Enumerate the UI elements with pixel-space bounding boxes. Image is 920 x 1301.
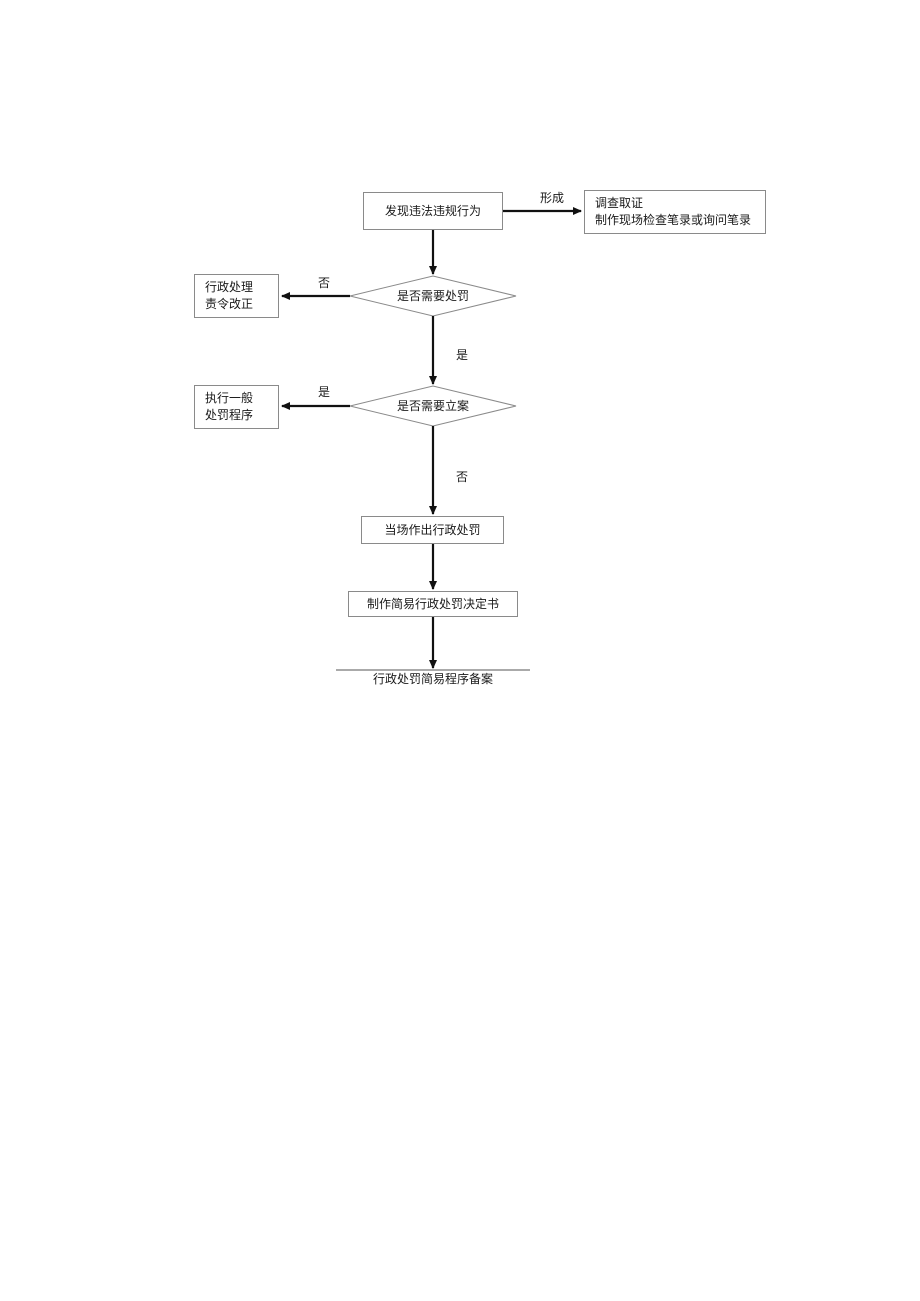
- decision-penalty-label: 是否需要处罚: [396, 289, 469, 303]
- general-procedure-line1: 执行一般: [205, 391, 254, 405]
- admin-correct-line1: 行政处理: [205, 280, 254, 294]
- edge-label-no-1: 否: [318, 276, 331, 290]
- onsite-penalty-label: 当场作出行政处罚: [384, 522, 481, 537]
- simple-decision-box: 制作简易行政处罚决定书: [348, 591, 518, 617]
- decision-case-label: 是否需要立案: [396, 399, 469, 413]
- decision-penalty-diamond: [349, 275, 517, 317]
- admin-correct-line2: 责令改正: [205, 297, 254, 311]
- decision-case-diamond: [349, 385, 517, 427]
- simple-decision-label: 制作简易行政处罚决定书: [366, 596, 499, 611]
- investigate-line2: 制作现场检查笔录或询问笔录: [595, 213, 752, 227]
- investigate-box: 调查取证 制作现场检查笔录或询问笔录: [584, 190, 766, 234]
- edge-label-form: 形成: [540, 191, 565, 205]
- discover-violation-label: 发现违法违规行为: [384, 203, 481, 218]
- admin-correct-box: 行政处理 责令改正: [194, 274, 279, 318]
- edge-label-no-2: 否: [456, 470, 469, 484]
- investigate-line1: 调查取证: [595, 196, 644, 210]
- general-procedure-line2: 处罚程序: [205, 408, 254, 422]
- edge-label-yes-1: 是: [456, 348, 469, 362]
- edge-label-yes-2: 是: [318, 385, 331, 399]
- general-procedure-box: 执行一般 处罚程序: [194, 385, 279, 429]
- onsite-penalty-box: 当场作出行政处罚: [361, 516, 504, 544]
- discover-violation-box: 发现违法违规行为: [363, 192, 503, 230]
- filing-label: 行政处罚简易程序备案: [372, 672, 493, 686]
